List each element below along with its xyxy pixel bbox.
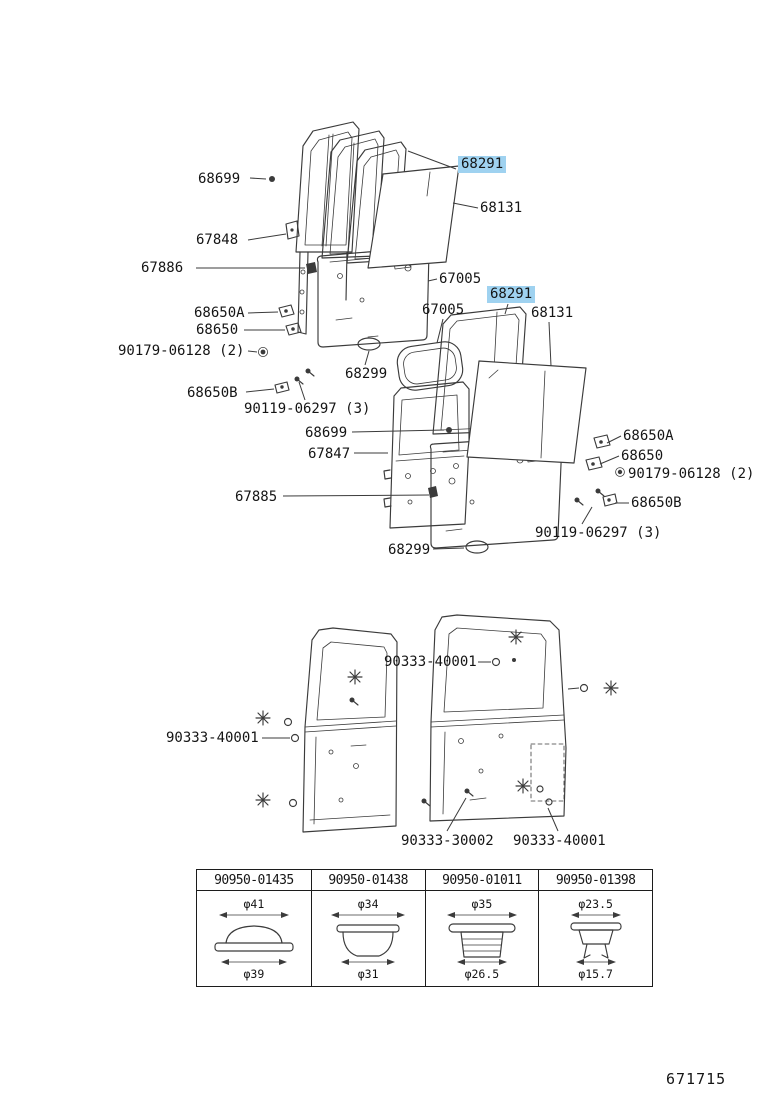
callout-68650-front: 68650 (196, 322, 239, 338)
hinge-icon-68650-rear (585, 456, 603, 471)
callout-68650b-rear: 68650B (631, 495, 682, 511)
front-inner-panel (302, 627, 398, 833)
rear-door-group (282, 303, 629, 554)
callout-90119-06297-rear: 90119-06297 (3) (535, 525, 662, 541)
callout-68299-rear: 68299 (388, 542, 431, 558)
callout-67847: 67847 (308, 446, 351, 462)
grommet-drawing-01011 (446, 911, 517, 965)
callout-90179-06128-front: 90179-06128 (2) (118, 343, 245, 359)
dim-top: φ34 (357, 896, 379, 911)
table-part-number-01438: 90950-01438 (310, 870, 425, 891)
callout-68299-front: 68299 (345, 366, 388, 382)
callout-90119-06297-front: 90119-06297 (3) (244, 401, 371, 417)
dim-top: φ35 (471, 896, 493, 911)
front-door-group (196, 121, 479, 401)
table-part-number-01011: 90950-01011 (424, 870, 539, 891)
hinge-icon-68650a-front (278, 304, 295, 318)
grommet-cell-01398: φ23.5 φ15.7 (538, 891, 652, 986)
grommet-drawing-01438 (331, 911, 406, 965)
dim-bottom: φ39 (243, 966, 265, 981)
bolt-icon-68699-rear (446, 427, 452, 433)
figure-number: 671715 (666, 1070, 727, 1088)
callout-67885: 67885 (235, 489, 278, 505)
callout-68650b-front: 68650B (187, 385, 238, 401)
dim-bottom: φ26.5 (464, 966, 500, 981)
bolt-icon-68699-front (269, 176, 275, 182)
grommet-size-table: 90950-01435 90950-01438 90950-01011 9095… (196, 869, 653, 987)
table-part-number-01398: 90950-01398 (538, 870, 652, 891)
clip-hole-circles (283, 657, 589, 808)
callout-68131-front: 68131 (480, 200, 523, 216)
dim-bottom: φ31 (357, 966, 379, 981)
callout-68131-rear: 68131 (531, 305, 574, 321)
screw-icons-90119-front (294, 368, 315, 385)
grommet-cell-01435: φ41 φ39 (197, 891, 311, 986)
callout-68650a-front: 68650A (194, 305, 245, 321)
grommet-icon-front (357, 337, 381, 351)
callout-68650a-rear: 68650A (623, 428, 674, 444)
callout-68699-rear: 68699 (305, 425, 348, 441)
callout-68650-rear: 68650 (621, 448, 664, 464)
grommet-icon-rear (465, 540, 489, 554)
rear-door-frame-67847 (383, 381, 470, 529)
bolt-icon-90179-rear (615, 467, 625, 477)
lower-leader-lines (262, 661, 580, 832)
clip-icon-68650b-front (274, 381, 290, 394)
screw-icons-lower (349, 697, 474, 807)
dim-top: φ23.5 (578, 896, 613, 911)
callout-90333-40001-top: 90333-40001 (384, 654, 477, 670)
callout-90333-40001-left: 90333-40001 (166, 730, 259, 746)
callout-68291-rear: 68291 (487, 286, 536, 303)
table-part-number-01435: 90950-01435 (197, 870, 311, 891)
hinge-icon-68650-front (285, 322, 302, 336)
callout-67886: 67886 (141, 260, 184, 276)
grommet-drawing-01435 (214, 911, 294, 965)
callout-67848: 67848 (196, 232, 239, 248)
dim-bottom: φ15.7 (578, 966, 613, 981)
callout-90333-40001-right: 90333-40001 (513, 833, 606, 849)
screw-icons-90119-rear (574, 488, 605, 506)
callout-67005-rear: 67005 (422, 302, 465, 318)
callout-90333-30002: 90333-30002 (401, 833, 494, 849)
clip-icon-68650b-rear (602, 493, 618, 507)
front-door-sash-frame-67848 (285, 121, 360, 335)
dim-top: φ41 (243, 896, 265, 911)
grommet-cell-01011: φ35 φ26.5 (424, 891, 539, 986)
grommet-cell-01438: φ34 φ31 (310, 891, 425, 986)
front-door-glass-68131 (367, 165, 460, 269)
callout-68699-front: 68699 (198, 171, 241, 187)
inner-panels-group (255, 614, 619, 833)
front-leader-lines (196, 150, 479, 401)
callout-68291-front: 68291 (458, 156, 507, 173)
rear-leader-lines (282, 303, 629, 550)
callout-90179-06128-rear: 90179-06128 (2) (628, 466, 755, 482)
rear-inner-panel (429, 614, 567, 822)
hinge-icon-68650a-rear (593, 434, 611, 449)
callout-67005-front: 67005 (439, 271, 482, 287)
bolt-icon-90179-front (257, 346, 268, 357)
rear-door-glass-68131 (466, 360, 587, 464)
grommet-drawing-01398 (570, 911, 622, 965)
rear-weatherstrip-67005 (396, 341, 464, 391)
